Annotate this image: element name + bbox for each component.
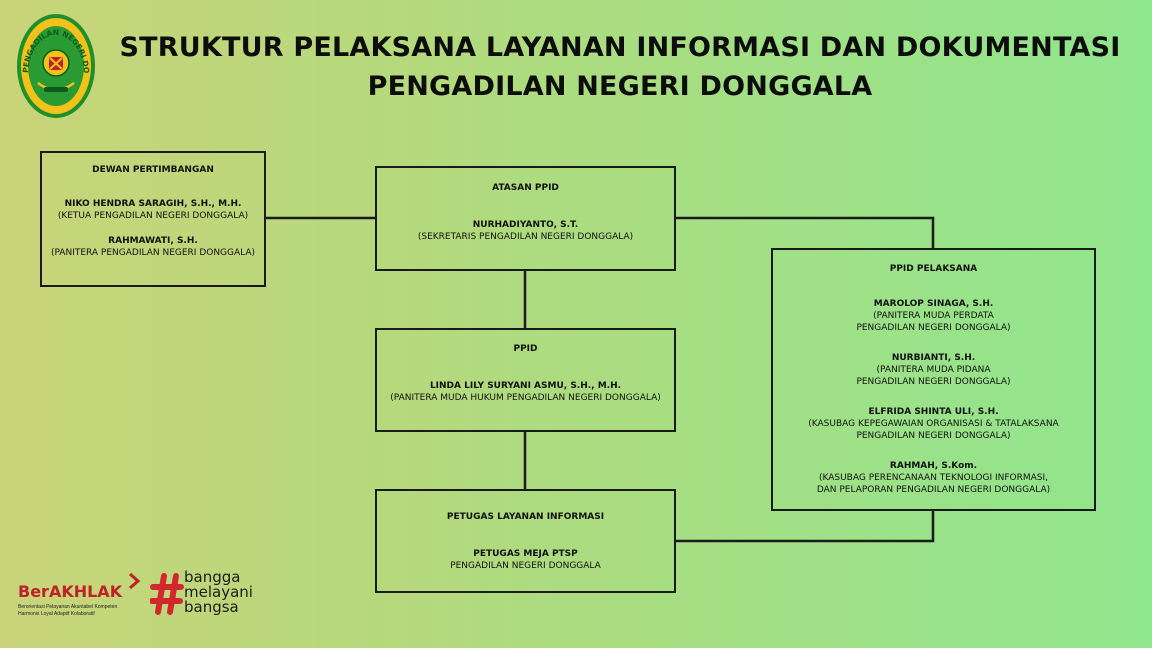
- box-ppid: PPID LINDA LILY SURYANI ASMU, S.H., M.H.…: [375, 328, 676, 432]
- box-atasan-ppid: ATASAN PPID NURHADIYANTO, S.T. (SEKRETAR…: [375, 166, 676, 271]
- pelaksana-member-role: PENGADILAN NEGERI DONGGALA): [856, 377, 1011, 387]
- pelaksana-member-role: PENGADILAN NEGERI DONGGALA): [856, 323, 1011, 333]
- line-pelaksana-petugas: [675, 510, 935, 543]
- box-dewan-pertimbangan: DEWAN PERTIMBANGAN NIKO HENDRA SARAGIH, …: [40, 151, 266, 287]
- pelaksana-member-role: (KASUBAG KEPEGAWAIAN ORGANISASI & TATALA…: [808, 419, 1059, 429]
- pelaksana-member-name: RAHMAH, S.Kom.: [889, 461, 978, 471]
- pelaksana-member-role: PENGADILAN NEGERI DONGGALA): [856, 431, 1011, 441]
- chevron-icon: [129, 572, 141, 590]
- dewan-heading: DEWAN PERTIMBANGAN: [92, 165, 214, 175]
- petugas-role: PENGADILAN NEGERI DONGGALA: [450, 561, 601, 571]
- pelaksana-member-name: ELFRIDA SHINTA ULI, S.H.: [868, 407, 999, 417]
- atasan-name: NURHADIYANTO, S.T.: [472, 220, 579, 230]
- box-ppid-pelaksana: PPID PELAKSANA MAROLOP SINAGA, S.H. (PAN…: [771, 248, 1096, 511]
- bangga-word: bangsa: [184, 598, 239, 616]
- ppid-role: (PANITERA MUDA HUKUM PENGADILAN NEGERI D…: [390, 393, 661, 403]
- bangga-word: melayani: [184, 583, 253, 601]
- dewan-member-name: NIKO HENDRA SARAGIH, S.H., M.H.: [64, 199, 242, 209]
- dewan-member-name: RAHMAWATI, S.H.: [108, 236, 198, 246]
- ppid-heading: PPID: [513, 344, 538, 354]
- pelaksana-member-role: DAN PELAPORAN PENGADILAN NEGERI DONGGALA…: [816, 485, 1051, 495]
- page-title: STRUKTUR PELAKSANA LAYANAN INFORMASI DAN…: [100, 28, 1140, 106]
- pelaksana-member-role: (PANITERA MUDA PERDATA: [873, 311, 994, 321]
- court-logo: PENGADILAN NEGERI DONGGALA: [16, 13, 95, 118]
- title-line-1: STRUKTUR PELAKSANA LAYANAN INFORMASI DAN…: [119, 32, 1121, 63]
- berakhlak-sub-line: Berorientasi Pelayanan Akuntabel Kompete…: [18, 604, 118, 610]
- line-atasan-pelaksana: [675, 216, 935, 249]
- bangga-word: bangga: [184, 568, 241, 586]
- dewan-member-role: (PANITERA PENGADILAN NEGERI DONGGALA): [50, 248, 256, 258]
- ppid-name: LINDA LILY SURYANI ASMU, S.H., M.H.: [429, 381, 622, 391]
- pelaksana-member-name: NURBIANTI, S.H.: [891, 353, 976, 363]
- pelaksana-member-role: (KASUBAG PERENCANAAN TEKNOLOGI INFORMASI…: [818, 473, 1049, 483]
- berakhlak-subtitle: Berorientasi Pelayanan Akuntabel Kompete…: [18, 604, 117, 618]
- berakhlak-title: BerAKHLAK: [18, 582, 123, 601]
- bangga-melayani-logo: bangga melayani bangsa: [150, 570, 270, 620]
- berakhlak-sub-line: Harmonis Loyal Adaptif Kolaboratif: [18, 611, 95, 617]
- bangga-words: bangga melayani bangsa: [184, 570, 253, 615]
- petugas-heading: PETUGAS LAYANAN INFORMASI: [446, 512, 605, 522]
- pelaksana-heading: PPID PELAKSANA: [889, 264, 978, 274]
- petugas-name: PETUGAS MEJA PTSP: [473, 549, 578, 559]
- hashtag-icon: [150, 573, 184, 615]
- pelaksana-member-name: MAROLOP SINAGA, S.H.: [873, 299, 994, 309]
- atasan-heading: ATASAN PPID: [492, 183, 559, 193]
- box-petugas-layanan: PETUGAS LAYANAN INFORMASI PETUGAS MEJA P…: [375, 489, 676, 593]
- title-line-2: PENGADILAN NEGERI DONGGALA: [367, 71, 873, 102]
- dewan-member-role: (KETUA PENGADILAN NEGERI DONGGALA): [57, 211, 249, 221]
- berakhlak-logo: BerAKHLAK Berorientasi Pelayanan Akuntab…: [18, 572, 148, 622]
- atasan-role: (SEKRETARIS PENGADILAN NEGERI DONGGALA): [417, 232, 634, 242]
- pelaksana-member-role: (PANITERA MUDA PIDANA: [876, 365, 991, 375]
